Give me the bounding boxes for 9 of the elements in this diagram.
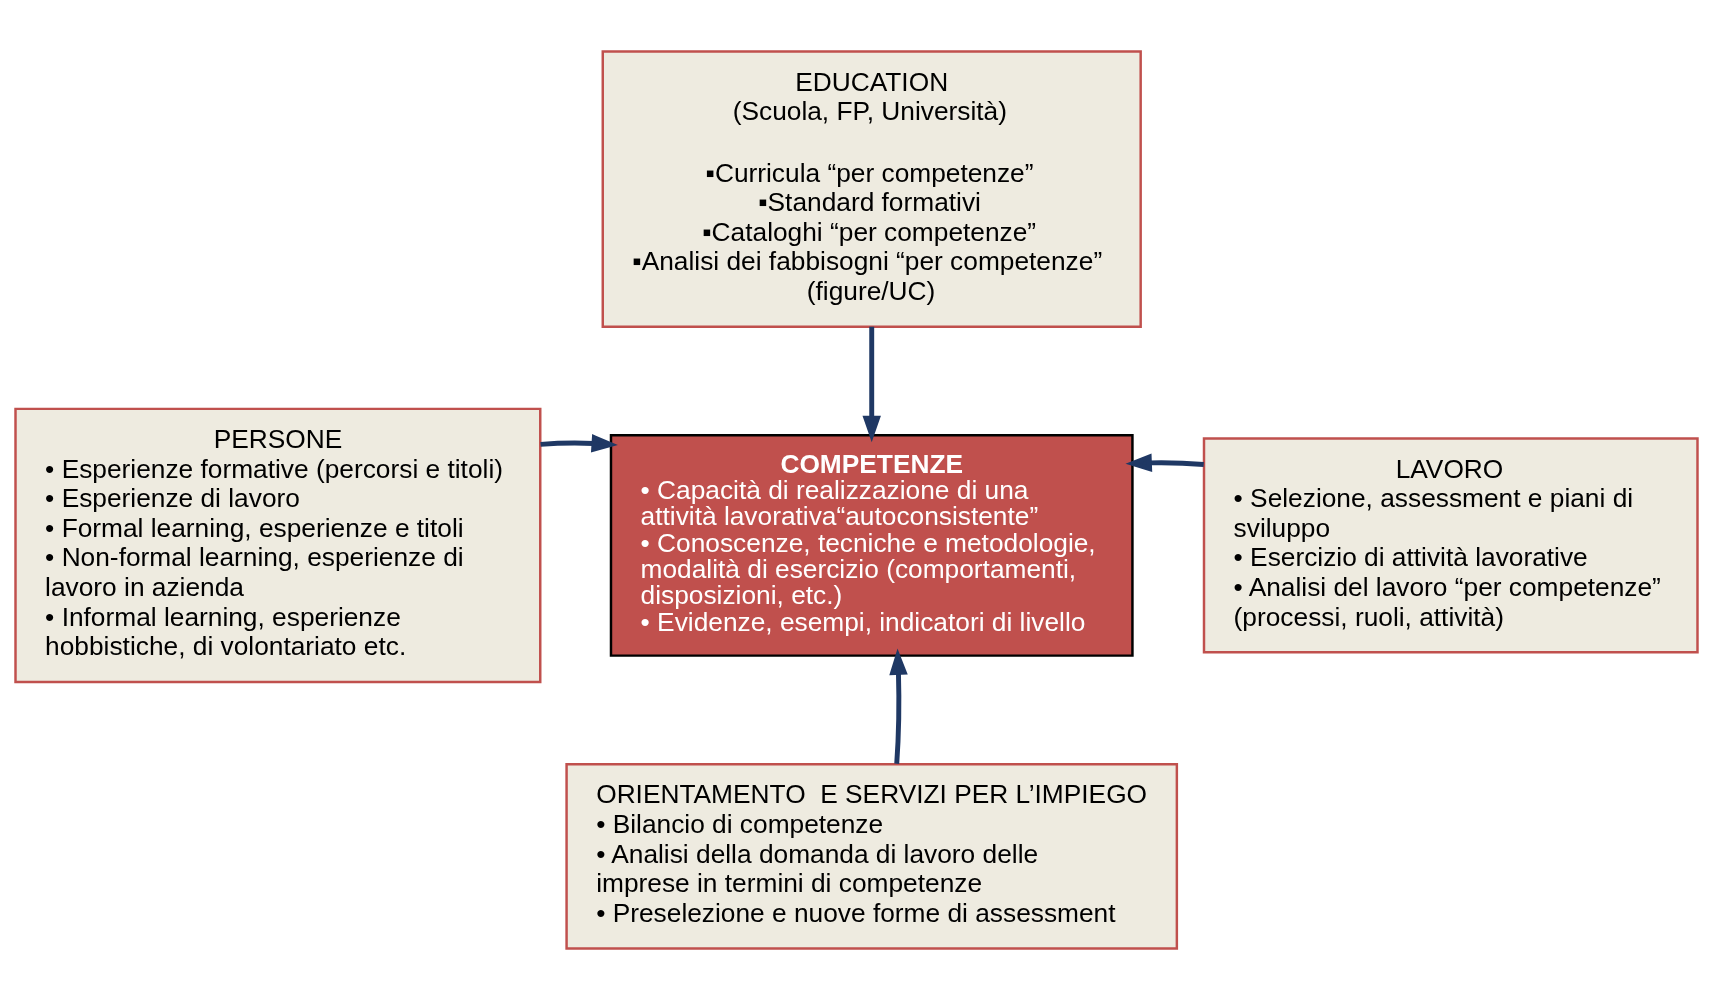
- arrow: [1125, 453, 1204, 472]
- arrow: [889, 648, 908, 764]
- node-box: PERSONE • Esperienze formative (percorsi e titoli) • Esperienze di lavoro • Formal learning, esperienze e titoli • Non-formal learning, esperienze di lavoro in azienda • Informal learning, esperienze hobbistiche, di volontariato etc.: [14, 407, 542, 684]
- node-box: ORIENTAMENTO E SERVIZI PER L’IMPIEGO • Bilancio di competenze • Analisi della domanda di lavoro delle imprese in termini di competenze • Preselezione e nuove forme di assessment: [565, 762, 1179, 950]
- arrow: [540, 434, 618, 453]
- node-box: LAVORO • Selezione, assessment e piani di sviluppo • Esercizio di attività lavorative • Analisi del lavoro “per competenze” (processi, ruoli, attività): [1202, 437, 1699, 654]
- node-box: COMPETENZE • Capacità di realizzazione di una attività lavorativa“autoconsistente” • Conoscenze, tecniche e metodologie, modalità di esercizio (comportamenti, disposizioni, etc.) • Evidenze, esempi, indicatori di livello: [609, 433, 1134, 657]
- arrow: [862, 326, 881, 443]
- node-box: EDUCATION (Scuola, FP, Università) ▪Curricula “per competenze” ▪Standard formativi ▪Cataloghi “per competenze” ▪Analisi dei fabbisogni “per competenze” (figure/UC): [601, 50, 1142, 328]
